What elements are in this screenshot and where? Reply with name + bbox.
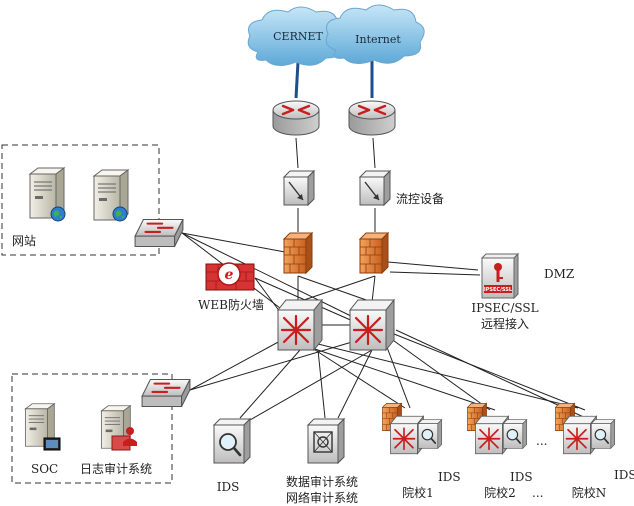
soc-zone — [11, 373, 173, 484]
log-audit-label: 日志审计系统 — [80, 462, 153, 476]
campus-1-icon — [382, 403, 441, 453]
ipsec-badge-text: IPSEC/SSL — [484, 287, 513, 293]
log-audit-server-icon — [100, 405, 137, 451]
waf-label: WEB防火墙 — [198, 298, 264, 312]
campus-n-label: 院校N — [571, 486, 607, 500]
flow-control-device-1-icon — [283, 170, 315, 206]
ids-main-icon — [212, 417, 252, 465]
globe-2-icon — [112, 206, 128, 222]
ids-2-label: IDS — [510, 470, 533, 484]
flow-control-device-2-icon — [359, 170, 391, 206]
firewall-1-icon — [283, 232, 313, 274]
connection-lines — [181, 137, 591, 421]
ipsec-vpn-icon: IPSEC/SSL — [480, 252, 520, 300]
ids-main-label: IDS — [216, 480, 240, 494]
audit-system-icon — [307, 418, 345, 464]
website-zone — [1, 144, 160, 256]
campus-n-icon — [555, 403, 614, 453]
website-switch-icon — [133, 218, 185, 248]
cloud-internet-label: Internet — [355, 33, 401, 46]
globe-1-icon — [50, 206, 66, 222]
cloud-cernet-label: CERNET — [273, 30, 323, 43]
soc-server-icon — [24, 403, 61, 451]
soc-switch-icon — [140, 378, 192, 408]
waf-icon: e — [205, 262, 255, 291]
db-audit-label: 数据审计系统 — [285, 475, 359, 489]
dmz-label: DMZ — [544, 267, 575, 281]
ids-1-label: IDS — [438, 470, 461, 484]
firewall-2-icon — [359, 232, 389, 274]
flow-control-label: 流控设备 — [396, 192, 445, 206]
ipsec-label-line2: 远程接入 — [480, 317, 530, 331]
net-audit-label: 网络审计系统 — [285, 491, 359, 505]
website-label: 网站 — [12, 234, 37, 248]
svg-text:e: e — [225, 267, 234, 283]
campus-2-icon — [467, 403, 526, 453]
ipsec-label-line1: IPSEC/SSL — [471, 301, 539, 315]
ellipsis-bottom: ... — [532, 486, 544, 500]
ids-n-label: IDS — [614, 468, 634, 482]
ellipsis-upper: ... — [536, 434, 548, 448]
campus-1-label: 院校1 — [402, 486, 434, 500]
uplinks — [294, 58, 374, 99]
campus-2-label: 院校2 — [484, 486, 516, 500]
soc-label: SOC — [31, 462, 59, 476]
core-switch-1-icon — [276, 298, 324, 352]
cloud-internet-icon: Internet — [325, 4, 425, 64]
router-internet-icon — [347, 99, 397, 137]
router-cernet-icon — [271, 99, 321, 137]
core-switch-2-icon — [348, 298, 396, 352]
